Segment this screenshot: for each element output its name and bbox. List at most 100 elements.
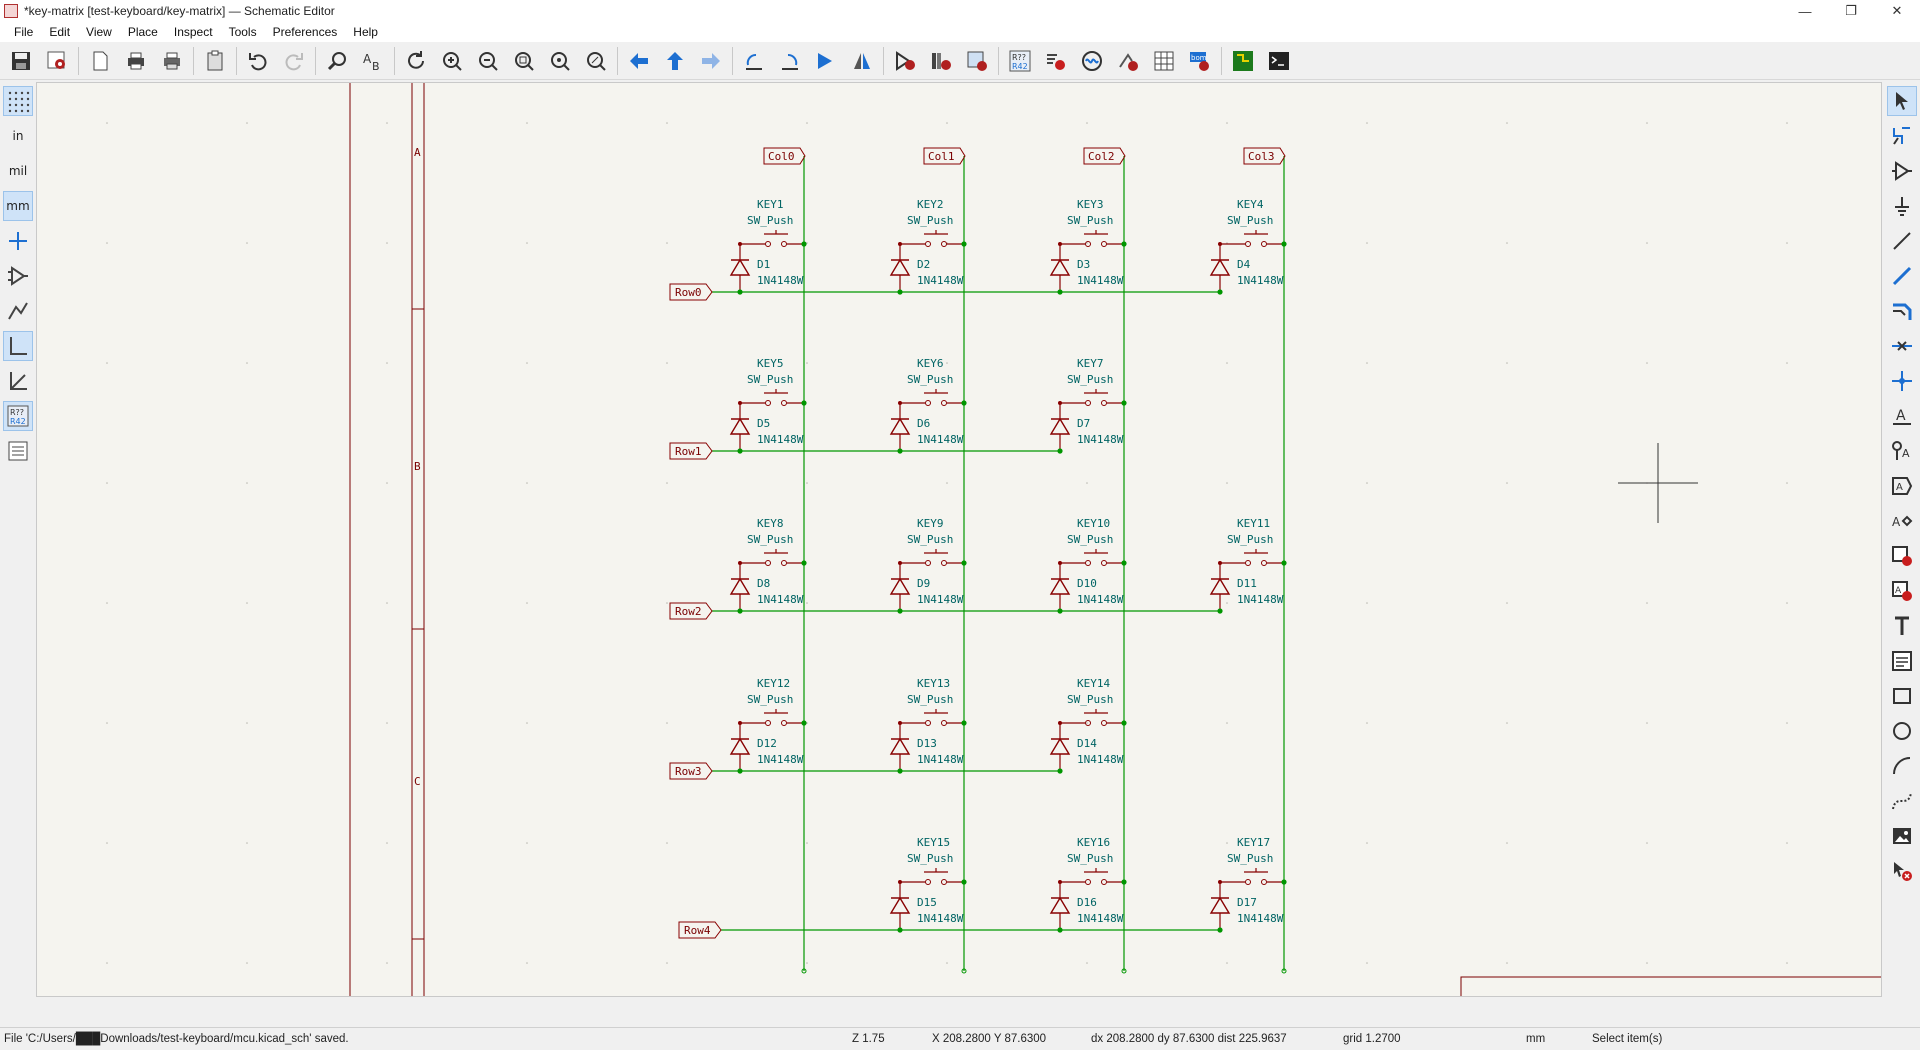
assign-footprints-button[interactable] [1113,46,1143,76]
add-circle-button[interactable] [1887,716,1917,746]
add-bezier-button[interactable] [1887,786,1917,816]
menu-view[interactable]: View [86,25,112,39]
find-button[interactable] [322,46,352,76]
net-label-col1[interactable]: Col1 [923,147,966,165]
zoom-fit-button[interactable] [509,46,539,76]
add-hier-sheet-button[interactable] [1887,541,1917,571]
add-image-button[interactable] [1887,821,1917,851]
annotate-schematic-button[interactable]: R??R42 [1005,46,1035,76]
symbol-fields-table-button[interactable] [1149,46,1179,76]
net-label-col3[interactable]: Col3 [1243,147,1286,165]
net-label-row2[interactable]: Row2 [669,602,713,620]
symbol-editor-button[interactable] [890,46,920,76]
print-button[interactable] [121,46,151,76]
add-junction-button[interactable] [1887,366,1917,396]
net-label-row4[interactable]: Row4 [678,921,722,939]
line-mode-90-button[interactable] [3,331,33,361]
annotation-display-button[interactable]: R??R42 [3,401,33,431]
annotate-button[interactable] [962,46,992,76]
add-text-button[interactable] [1887,611,1917,641]
add-no-connect-button[interactable] [1887,331,1917,361]
add-arc-button[interactable] [1887,751,1917,781]
menu-file[interactable]: File [14,25,34,39]
scripting-console-button[interactable] [1264,46,1294,76]
add-line-button[interactable] [1887,226,1917,256]
select-tool-button[interactable] [1886,86,1917,116]
navigate-back-button[interactable] [624,46,654,76]
menu-place[interactable]: Place [127,25,158,39]
line-mode-free-button[interactable] [3,296,33,326]
units-inches-button[interactable]: in [3,121,33,151]
add-wire-button[interactable] [1887,261,1917,291]
hierarchy-navigator-button[interactable] [3,436,33,466]
switch-to-pcb-button[interactable] [1228,46,1258,76]
minimize-button[interactable]: — [1798,3,1812,19]
paste-button[interactable] [200,46,230,76]
schematic-setup-button[interactable] [42,46,72,76]
toggle-grid-button[interactable] [3,86,33,116]
add-bus-button[interactable] [1887,296,1917,326]
menu-preferences[interactable]: Preferences [272,25,338,39]
menu-help[interactable]: Help [353,25,378,39]
zoom-in-button[interactable] [437,46,467,76]
page-settings-button[interactable] [85,46,115,76]
add-symbol-button[interactable] [1887,156,1917,186]
add-hier-label-button[interactable]: A [1887,506,1917,536]
menu-inspect[interactable]: Inspect [173,25,213,39]
close-button[interactable]: ✕ [1891,3,1903,18]
plot-button[interactable] [157,46,187,76]
line-mode-45-button[interactable] [3,366,33,396]
cursor-style-button[interactable] [3,226,33,256]
add-textbox-button[interactable] [1887,646,1917,676]
refresh-button[interactable] [401,46,431,76]
zoom-area-button[interactable] [581,46,611,76]
restore-button[interactable]: ❐ [1845,3,1857,18]
add-rectangle-button[interactable] [1887,681,1917,711]
symbol-library-button[interactable] [926,46,956,76]
hidden-pins-button[interactable] [3,261,33,291]
menu-tools[interactable]: Tools [228,25,257,39]
add-global-label-button[interactable]: A [1887,471,1917,501]
generate-bom-button[interactable]: bom [1185,46,1215,76]
add-net-class-directive-button[interactable]: A [1887,436,1917,466]
highlight-net-button[interactable] [1887,121,1917,151]
delete-tool-button[interactable] [1887,856,1917,886]
zoom-objects-button[interactable] [545,46,575,76]
menu-edit[interactable]: Edit [49,25,71,39]
zoom-out-button[interactable] [473,46,503,76]
rotate-ccw-button[interactable] [739,46,769,76]
